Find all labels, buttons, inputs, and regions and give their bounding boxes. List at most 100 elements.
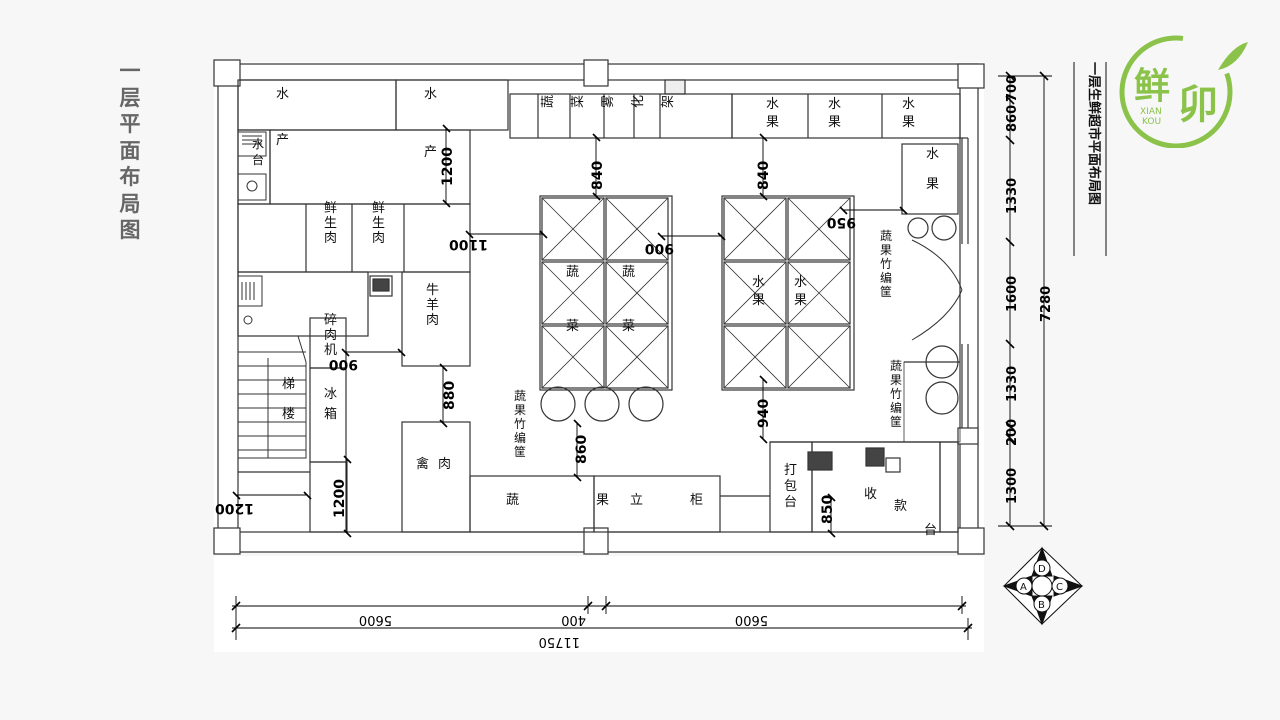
label-zhubianluo-3: 蔬果竹编筐 <box>890 359 902 429</box>
dim-1330b-right: 1330 <box>1005 366 1020 402</box>
dim-840b: 840 <box>756 161 772 190</box>
logo-line1: XIAN <box>1140 107 1162 117</box>
crate-stand <box>721 195 855 391</box>
dim-880: 880 <box>442 381 458 410</box>
column <box>957 63 985 89</box>
slide-title-char: 布 <box>119 165 141 189</box>
label-shoukuantai: 收款台 <box>864 487 937 538</box>
label-shuiguo-2: 水果 <box>828 97 841 130</box>
leaf-icon <box>1218 42 1248 70</box>
dim-1200a: 1200 <box>440 147 456 186</box>
label-shucai-2: 蔬菜 <box>622 265 635 334</box>
dim-900b: 900 <box>329 356 358 372</box>
brand-logo: 鲜 卯 XIAN KOU <box>1119 35 1248 148</box>
crate <box>787 325 851 389</box>
dim-940: 940 <box>756 399 772 428</box>
dim-700-right: 700 <box>1005 75 1020 102</box>
dim-5600b-bottom: 5600 <box>735 612 768 627</box>
label-shuichan-1: 水产 <box>276 87 289 148</box>
label-shuichan-2: 水产 <box>424 87 437 160</box>
label-xianrou-2: 鲜生肉 <box>372 201 385 246</box>
produce-crates-vegetable <box>539 195 673 391</box>
crate <box>605 261 669 325</box>
label-shuiguo-6: 水果 <box>794 275 807 308</box>
crate <box>787 261 851 325</box>
dim-860-right: 860 <box>1005 105 1020 132</box>
compass-c: C <box>1056 582 1063 593</box>
slide-title-char: 一 <box>119 59 141 83</box>
logo-ring <box>1119 35 1233 148</box>
dim-5600a-bottom: 5600 <box>359 612 392 627</box>
dim-7280-right: 7280 <box>1039 286 1054 322</box>
slide-title: 一层平面布局图 <box>116 58 144 244</box>
label-suirouji: 碎肉机 <box>324 313 337 358</box>
counter-niuyangrou <box>401 271 471 367</box>
dim-11750-bottom: 11750 <box>539 634 580 649</box>
side-caption: 一层生鲜超市平面布局图 <box>1073 62 1107 256</box>
label-zhubianluo-1: 蔬果竹编筐 <box>514 389 526 459</box>
slide-title-char: 平 <box>119 112 141 136</box>
logo-char2: 卯 <box>1178 82 1218 128</box>
crate <box>787 197 851 261</box>
label-shucaiwuhuajia: 蔬菜雾化架 <box>541 95 676 108</box>
dim-840a: 840 <box>590 161 606 190</box>
crate <box>541 197 605 261</box>
svg-text:一层生鲜超市平面布局图: 一层生鲜超市平面布局图 <box>1086 62 1102 205</box>
compass-a: A <box>1020 582 1027 593</box>
label-shucai-1: 蔬菜 <box>566 265 579 334</box>
label-qinrou: 禽肉 <box>416 456 451 472</box>
dim-1200b: 1200 <box>215 500 254 516</box>
entrance-door <box>911 239 963 341</box>
dim-200-right: 200 <box>1005 419 1020 446</box>
shelf-shuiguo <box>731 93 961 139</box>
compass-icon <box>1002 546 1084 626</box>
dim-850: 850 <box>820 495 836 524</box>
label-dabaotai: 打包台 <box>784 463 797 510</box>
label-shuiguo-1: 水果 <box>766 97 779 130</box>
staircase <box>238 335 307 459</box>
column <box>583 59 609 87</box>
crate <box>723 197 787 261</box>
crate-stand <box>539 195 673 391</box>
label-xianrou-1: 鲜生肉 <box>324 201 337 246</box>
dim-950: 950 <box>827 214 856 230</box>
column <box>213 59 241 87</box>
column <box>213 527 241 555</box>
label-niuyangrou: 牛羊肉 <box>426 283 439 328</box>
dim-900a: 900 <box>645 240 674 256</box>
compass-d: D <box>1038 564 1046 575</box>
bamboo-baskets <box>540 215 959 422</box>
dim-1100: 1100 <box>449 236 488 252</box>
label-bingxiang: 冰箱 <box>324 387 337 422</box>
slide-title-char: 图 <box>119 218 141 242</box>
crate <box>605 325 669 389</box>
crate <box>541 325 605 389</box>
label-shuitai: 水台 <box>252 137 264 167</box>
label-shuiguo-5: 水果 <box>752 275 765 308</box>
dim-1600-right: 1600 <box>1005 276 1020 312</box>
label-shuiguo-4: 水果 <box>926 147 939 192</box>
dim-1330a-right: 1330 <box>1005 178 1020 214</box>
slide-title-char: 局 <box>119 191 141 216</box>
slide-title-char: 面 <box>119 138 141 163</box>
shelf-shuiguo-right <box>901 143 959 215</box>
produce-crates-fruit <box>721 195 855 391</box>
crate <box>605 197 669 261</box>
cabinet-ligui <box>593 475 721 533</box>
dim-1300-right: 1300 <box>1005 468 1020 504</box>
column <box>957 427 979 445</box>
label-lou: 楼 <box>282 407 295 422</box>
crate <box>723 261 787 325</box>
dim-860: 860 <box>574 435 590 464</box>
label-shuiguo-3: 水果 <box>902 97 915 130</box>
crate <box>723 325 787 389</box>
label-shuguo: 蔬果 <box>506 493 609 508</box>
slide-title-char: 层 <box>119 85 141 110</box>
crate <box>541 261 605 325</box>
dim-400-bottom: 400 <box>561 612 586 627</box>
logo-char: 鲜 <box>1134 66 1170 107</box>
compass-b: B <box>1038 600 1045 611</box>
label-zhubianluo-2: 蔬果竹编筐 <box>880 229 892 299</box>
dim-1200c: 1200 <box>332 479 348 518</box>
